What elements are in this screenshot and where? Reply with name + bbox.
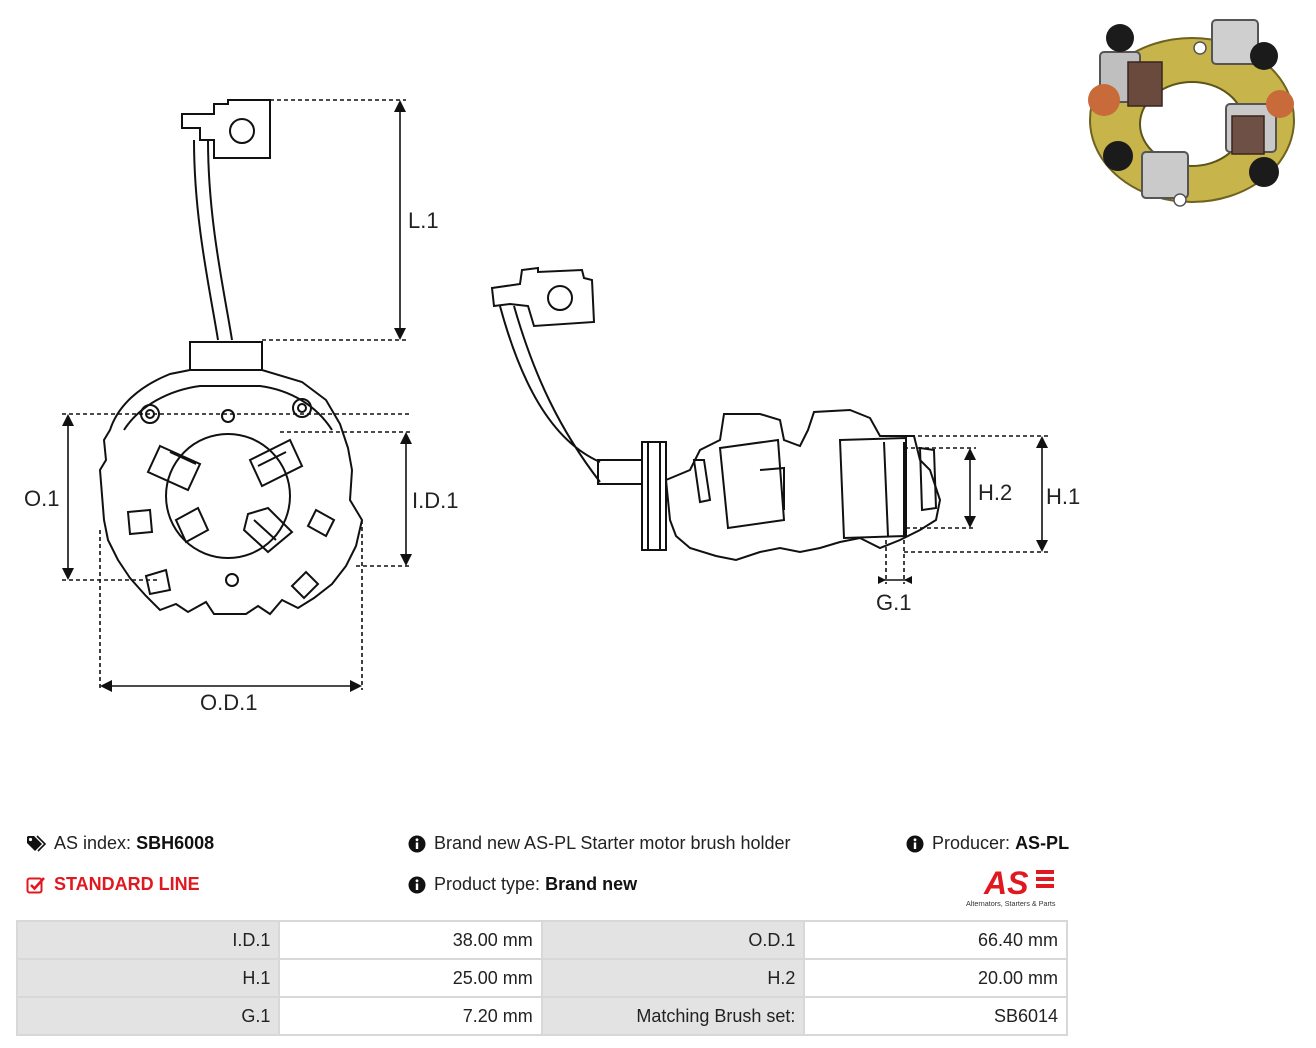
check-square-icon [26, 876, 46, 894]
dim-label-o1: O.1 [24, 486, 59, 511]
spec-label: H.1 [15, 958, 281, 998]
front-pin-bottom [225, 573, 239, 587]
description-line: Brand new AS-PL Starter motor brush hold… [408, 833, 791, 854]
product-type-line: Product type: Brand new [408, 874, 637, 895]
side-terminal-hole [547, 285, 573, 311]
table-row: G.1 7.20 mm Matching Brush set: SB6014 [15, 996, 1068, 1036]
producer-line: Producer: AS-PL [906, 833, 1069, 854]
side-brush-box-left [718, 438, 786, 530]
logo-mark: AS [983, 865, 1029, 901]
side-lead-wire [499, 305, 601, 483]
front-pin-top [221, 409, 235, 423]
product-type-label: Product type: [434, 874, 541, 894]
table-row: H.1 25.00 mm H.2 20.00 mm [15, 958, 1068, 998]
dim-label-od1: O.D.1 [200, 690, 257, 715]
specs-table: I.D.1 38.00 mm O.D.1 66.40 mm H.1 25.00 … [15, 920, 1068, 1036]
front-brush-box-2 [248, 438, 304, 488]
front-lead-wire [193, 139, 233, 341]
logo-tagline: Alternators, Starters & Parts [966, 899, 1056, 908]
as-pl-logo: AS Alternators, Starters & Parts [966, 865, 1056, 908]
spec-value: 7.20 mm [278, 996, 543, 1036]
front-clip-1 [126, 508, 154, 536]
spec-label: G.1 [15, 996, 281, 1036]
product-type-value: Brand new [545, 874, 638, 894]
technical-drawing: L.1 O.1 I.D.1 O.D.1 H.2 H.1 G.1 [24, 99, 1080, 715]
spec-value: SB6014 [803, 996, 1068, 1036]
front-body-outline [98, 369, 364, 616]
spec-value: 20.00 mm [803, 958, 1068, 998]
as-index-label: AS index: [54, 833, 132, 853]
front-terminal-lug [181, 99, 271, 159]
spec-value: 38.00 mm [278, 920, 543, 960]
front-brush-box-4 [242, 506, 294, 554]
spec-label: O.D.1 [540, 920, 806, 960]
front-brush-box-1 [146, 444, 202, 492]
front-clip-3 [144, 568, 172, 596]
side-flange [641, 441, 667, 551]
standard-line: STANDARD LINE [26, 874, 200, 895]
dim-label-l1: L.1 [408, 208, 439, 233]
front-brush-box-3 [174, 506, 210, 544]
producer-label: Producer: [932, 833, 1011, 853]
spec-label: I.D.1 [15, 920, 281, 960]
standard-line-label: STANDARD LINE [54, 874, 200, 894]
product-description: Brand new AS-PL Starter motor brush hold… [434, 833, 791, 853]
side-spring-right [918, 446, 938, 512]
as-index-line: AS index: SBH6008 [26, 833, 214, 854]
front-clip-2 [306, 508, 336, 538]
front-terminal-hole [229, 118, 255, 144]
spec-value: 66.40 mm [803, 920, 1068, 960]
tag-icon [26, 834, 46, 853]
dim-label-h1: H.1 [1046, 484, 1080, 509]
dim-label-h2: H.2 [978, 480, 1012, 505]
side-terminal-lug [490, 266, 596, 328]
dim-label-id1: I.D.1 [412, 488, 458, 513]
front-central-opening [165, 433, 291, 559]
dim-label-g1: G.1 [876, 590, 911, 615]
info-circle-icon [906, 835, 924, 853]
front-body-inner-rim [123, 385, 333, 431]
front-connector [189, 341, 263, 371]
front-rivet-right [292, 398, 312, 418]
side-spring-left [692, 459, 712, 504]
side-brush-box-right [838, 436, 907, 540]
table-row: I.D.1 38.00 mm O.D.1 66.40 mm [15, 920, 1068, 960]
spec-label: Matching Brush set: [540, 996, 806, 1036]
info-circle-icon [408, 876, 426, 894]
info-circle-icon [408, 835, 426, 853]
front-clip-4 [290, 570, 320, 600]
spec-label: H.2 [540, 958, 806, 998]
spec-value: 25.00 mm [278, 958, 543, 998]
side-connector [597, 459, 643, 485]
product-photo [1088, 19, 1295, 207]
producer-value: AS-PL [1015, 833, 1070, 853]
as-index-value: SBH6008 [136, 833, 215, 853]
